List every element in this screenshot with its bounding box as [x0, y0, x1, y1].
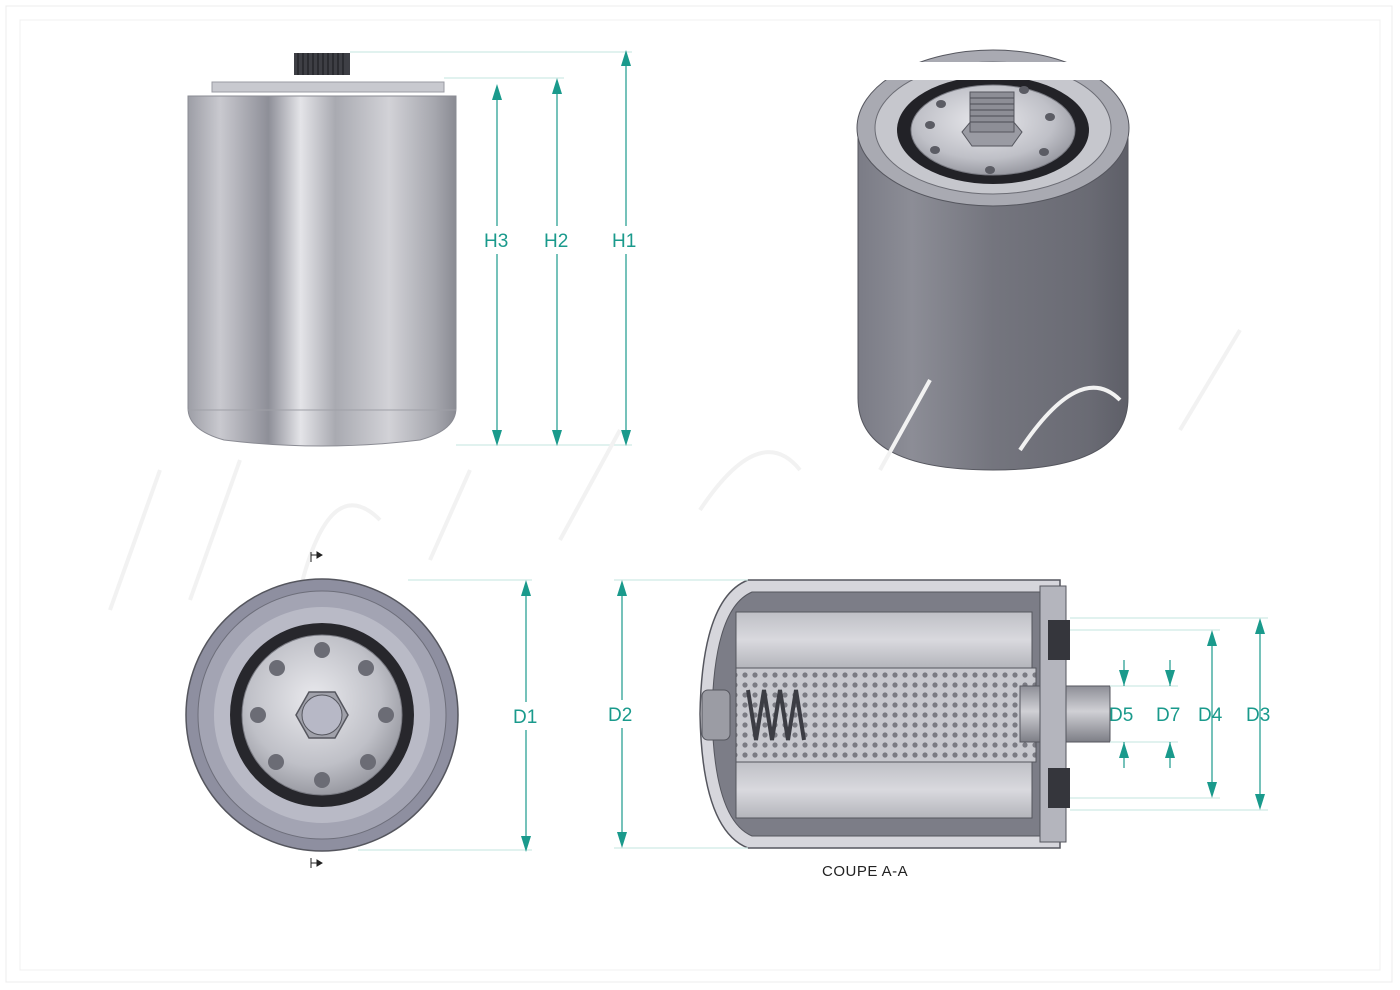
top-plate — [211, 81, 445, 93]
d7-label: D7 — [1156, 705, 1180, 726]
section-view — [699, 579, 1111, 849]
plate-holes — [250, 642, 394, 788]
isometric-view — [856, 49, 1130, 471]
filter-body-front — [187, 95, 457, 447]
h2-label: H2 — [544, 231, 568, 252]
filter-body-iso — [857, 124, 1129, 471]
h3-arrow-top — [492, 84, 502, 100]
drawing-frame — [5, 5, 1393, 983]
d2-label: D2 — [608, 705, 632, 726]
d5-label: D5 — [1109, 705, 1133, 726]
h2-arrow-bottom — [552, 430, 562, 446]
watermark — [108, 328, 1242, 611]
h2-arrow-top — [552, 78, 562, 94]
h3-label: H3 — [484, 231, 508, 252]
iso-plate-holes — [925, 86, 1055, 174]
center-bore — [301, 694, 343, 736]
bottom-view — [185, 578, 459, 852]
h1-arrow-bottom — [621, 430, 631, 446]
iso-thread-stud — [969, 91, 1015, 133]
section-caption: COUPE A-A — [822, 863, 908, 880]
h3-arrow-bottom — [492, 430, 502, 446]
bypass-spring — [746, 689, 806, 741]
filter-media-upper — [735, 611, 1033, 669]
front-view — [187, 53, 457, 447]
thread-lines — [297, 53, 344, 75]
d4-label: D4 — [1198, 705, 1223, 726]
h1-label: H1 — [612, 231, 636, 252]
filter-media-lower — [735, 761, 1033, 819]
d3-label: D3 — [1246, 705, 1270, 726]
section-dimensions — [614, 579, 1268, 849]
d1-label: D1 — [513, 707, 537, 728]
perforated-core — [735, 667, 1037, 763]
h1-arrow-top — [621, 50, 631, 66]
bottom-view-markers — [310, 551, 323, 868]
